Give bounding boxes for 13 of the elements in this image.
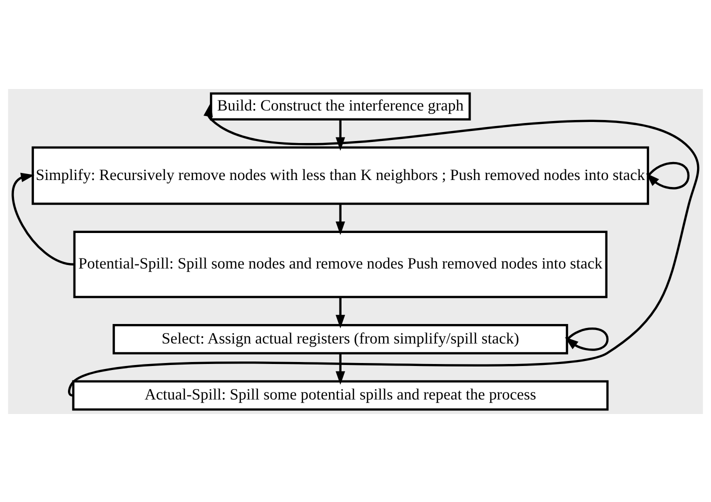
arrow — [70, 102, 700, 396]
arrow — [564, 327, 609, 350]
node-box: Select: Assign actual registers (from simplify/spill stack) — [112, 324, 568, 354]
node-box: Actual-Spill: Spill some potential spills and repeat the process — [72, 380, 609, 410]
arrow — [336, 352, 346, 384]
node-box: Build: Construct the interference graph — [210, 92, 471, 120]
arrow — [12, 172, 74, 266]
arrow — [336, 296, 346, 328]
node-box: Potential-Spill: Spill some nodes and remove nodes Push removed nodes into stack — [73, 230, 608, 298]
arrow — [336, 204, 346, 234]
node-box: Simplify: Recursively remove nodes with less than K neighbors ; Push removed nodes into stack — [32, 146, 650, 204]
arrow — [336, 119, 346, 150]
arrow — [646, 161, 690, 189]
